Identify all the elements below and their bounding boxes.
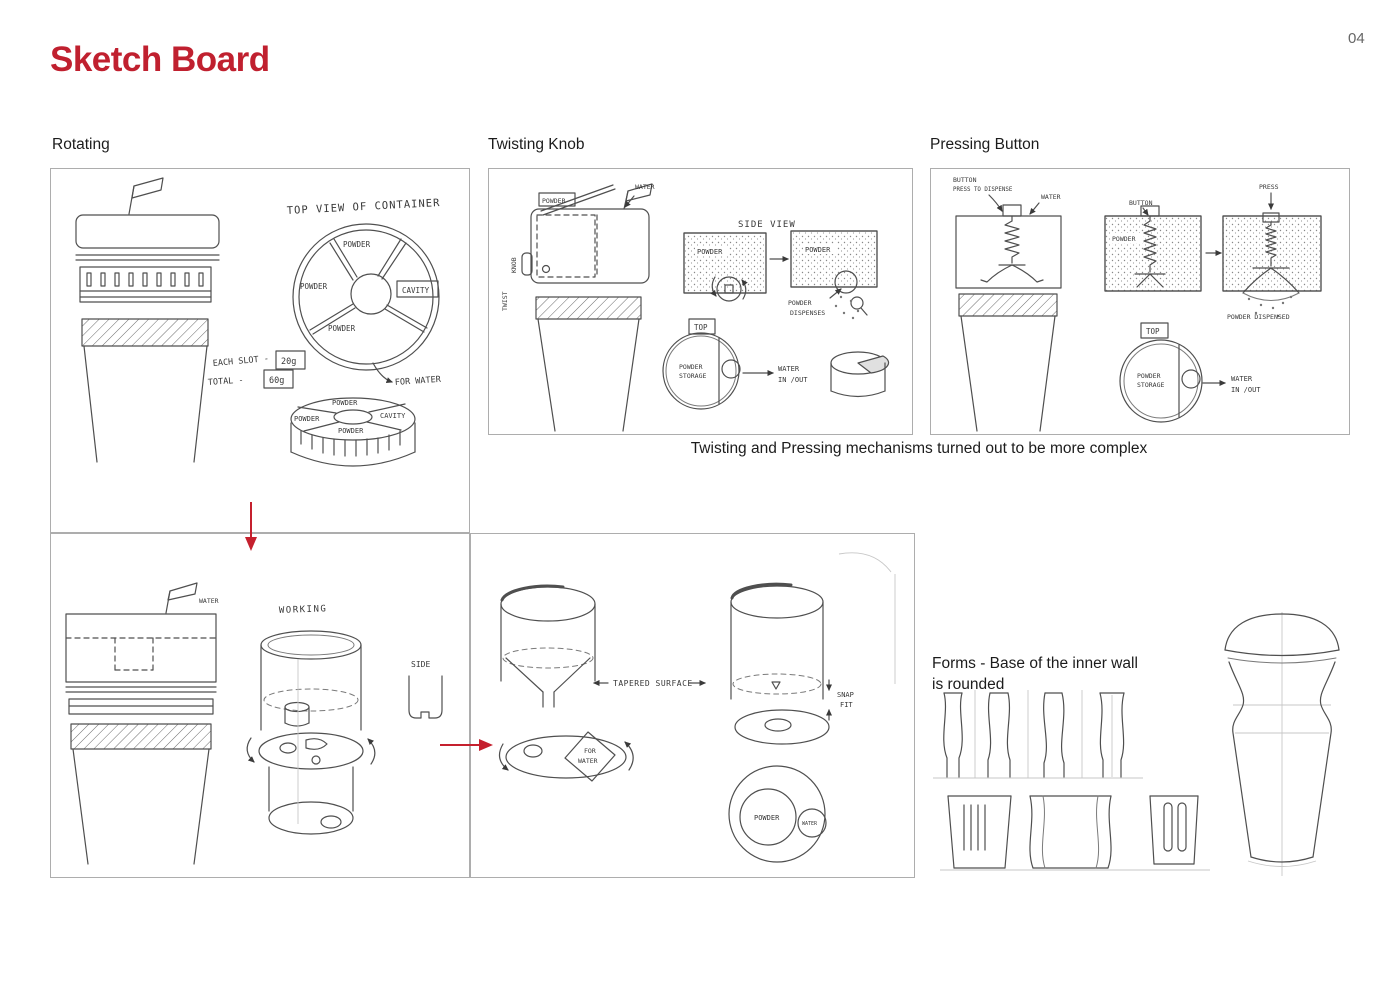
- label-top: TOP: [1146, 327, 1160, 336]
- label-storage-1: POWDER: [679, 363, 703, 371]
- capacity-note: EACH SLOT - 20g TOTAL - 60g: [208, 350, 306, 389]
- label-powder: POWDER: [754, 814, 780, 822]
- label-dispenses-2: DISPENSES: [790, 309, 825, 317]
- section-label-twisting-knob: Twisting Knob: [488, 136, 585, 153]
- knob-bottle-sketch: POWDER WATER KNOB TWIST: [501, 183, 655, 432]
- label-powder-cap: POWDER: [542, 197, 566, 205]
- rotating-top-sketch: TOP VIEW OF CONTAINER POWDER POWDER POWD…: [75, 177, 443, 467]
- label-button-note-1: BUTTON: [953, 176, 977, 184]
- twisting-knob-sketch: POWDER WATER KNOB TWIST SIDE VIEW POWDER…: [501, 183, 890, 432]
- label-top: TOP: [694, 323, 708, 332]
- label-tapered-surface: TAPERED SURFACE: [613, 679, 693, 688]
- mini-cylinder-sketch: [830, 351, 890, 398]
- label-total-value: 60g: [269, 376, 284, 386]
- label-snap-2: FIT: [840, 701, 853, 709]
- bottle-front-sketch: [75, 177, 220, 463]
- label-powder-dispensed: POWDER DISPENSED: [1227, 313, 1290, 321]
- label-working: WORKING: [279, 604, 328, 616]
- flow-arrow-down: [245, 502, 257, 551]
- snap-fit-cylinder-sketch: SNAP FIT: [730, 582, 854, 745]
- label-for-water-1: FOR: [584, 747, 596, 755]
- panel-rotating-top: TOP VIEW OF CONTAINER POWDER POWDER POWD…: [50, 168, 470, 533]
- button-sequence-sketch: BUTTON POWDER PRESS: [1104, 183, 1322, 321]
- bottle-cutaway-sketch: WATER: [65, 582, 219, 865]
- flow-arrow-right: [440, 739, 493, 751]
- forms-note: Forms - Base of the inner wall is rounde…: [932, 655, 1138, 694]
- label-water: WATER: [1041, 193, 1061, 201]
- panel-twisting-knob: POWDER WATER KNOB TWIST SIDE VIEW POWDER…: [488, 168, 913, 435]
- label-button-note-2: PRESS TO DISPENSE: [953, 187, 1013, 193]
- disc-3d-sketch: POWDER CAVITY POWDER POWDER: [290, 397, 416, 467]
- page-title: Sketch Board: [50, 40, 270, 79]
- pressing-button-sketch: BUTTON PRESS TO DISPENSE WATER BUTTON: [953, 176, 1322, 432]
- side-cup-sketch: SIDE: [408, 660, 443, 719]
- label-disc-powder-top: POWDER: [332, 399, 358, 407]
- label-water-io-2: IN /OUT: [778, 376, 808, 384]
- label-twist: TWIST: [501, 291, 509, 311]
- label-water: WATER: [635, 183, 655, 191]
- label-side-view: SIDE VIEW: [738, 220, 796, 230]
- label-storage-2: STORAGE: [1137, 381, 1164, 389]
- label-disc-cavity: CAVITY: [380, 412, 406, 420]
- panel-pressing-button: BUTTON PRESS TO DISPENSE WATER BUTTON: [930, 168, 1350, 435]
- label-powder-left-box: POWDER: [697, 248, 723, 256]
- label-top-view-title: TOP VIEW OF CONTAINER: [287, 197, 441, 217]
- label-storage-2: STORAGE: [679, 372, 706, 380]
- label-for-water: FOR WATER: [395, 375, 443, 388]
- side-view-diagram: SIDE VIEW POWDER POWDER POWDER DISPENSES: [683, 220, 878, 320]
- label-powder-bottom: POWDER: [328, 324, 356, 333]
- base-profile-studies: [940, 795, 1210, 871]
- rotating-disc-sketch: FOR WATER: [498, 731, 634, 782]
- label-water-io-2: IN /OUT: [1231, 386, 1261, 394]
- refined-concept-sketch: TAPERED SURFACE FOR WATER SNAP FIT: [498, 552, 896, 863]
- panel-rotating-bottom: WATER WORKING SIDE: [50, 533, 470, 878]
- top-view-diagram: TOP VIEW OF CONTAINER POWDER POWDER POWD…: [287, 197, 443, 388]
- label-cavity: CAVITY: [402, 286, 430, 295]
- page-number: 04: [1348, 30, 1365, 47]
- powder-dispensed-dots: [1247, 295, 1293, 318]
- rotating-bottom-sketch: WATER WORKING SIDE: [65, 582, 443, 865]
- label-storage-1: POWDER: [1137, 372, 1161, 380]
- label-button-mid: BUTTON: [1129, 199, 1153, 207]
- label-disc-powder-left: POWDER: [294, 415, 320, 423]
- label-powder-mid: POWDER: [1112, 235, 1136, 243]
- label-press: PRESS: [1259, 183, 1279, 191]
- tapered-cylinder-sketch: TAPERED SURFACE: [500, 584, 706, 708]
- label-powder-top: POWDER: [343, 240, 371, 249]
- powder-spill-dots: [834, 295, 860, 320]
- label-dispenses-1: POWDER: [788, 299, 812, 307]
- label-for-water-2: WATER: [578, 757, 598, 765]
- label-knob: KNOB: [510, 257, 518, 273]
- top-view-storage: TOP POWDER STORAGE WATER IN /OUT: [1119, 322, 1261, 423]
- label-side: SIDE: [411, 660, 430, 669]
- top-view-storage: TOP POWDER STORAGE WATER IN /OUT: [662, 318, 808, 410]
- label-snap-1: SNAP: [837, 691, 854, 699]
- construction-lines: [838, 552, 896, 684]
- section-label-pressing-button: Pressing Button: [930, 136, 1040, 153]
- label-total: TOTAL -: [208, 376, 244, 388]
- label-powder-left: POWDER: [300, 282, 328, 291]
- label-each-slot: EACH SLOT -: [212, 354, 269, 369]
- rounded-bottle-sketch: [1224, 612, 1340, 876]
- forms-sketches: [933, 612, 1340, 876]
- press-bottle-sketch: BUTTON PRESS TO DISPENSE WATER: [953, 176, 1062, 432]
- label-water-io-1: WATER: [1231, 375, 1253, 383]
- base-top-view-sketch: POWDER WATER: [728, 765, 827, 863]
- section-label-rotating: Rotating: [52, 136, 110, 153]
- label-water: WATER: [802, 821, 818, 827]
- mechanisms-note: Twisting and Pressing mechanisms turned …: [690, 440, 1148, 457]
- label-powder-right-box: POWDER: [805, 246, 831, 254]
- wall-profile-studies: [933, 690, 1143, 779]
- label-water-io-1: WATER: [778, 365, 800, 373]
- label-disc-powder-mid: POWDER: [338, 427, 364, 435]
- panel-refined-concept: TAPERED SURFACE FOR WATER SNAP FIT: [470, 533, 915, 878]
- working-cylinder-sketch: WORKING: [246, 604, 376, 835]
- label-water-flag: WATER: [199, 597, 219, 605]
- label-each-slot-value: 20g: [281, 357, 296, 367]
